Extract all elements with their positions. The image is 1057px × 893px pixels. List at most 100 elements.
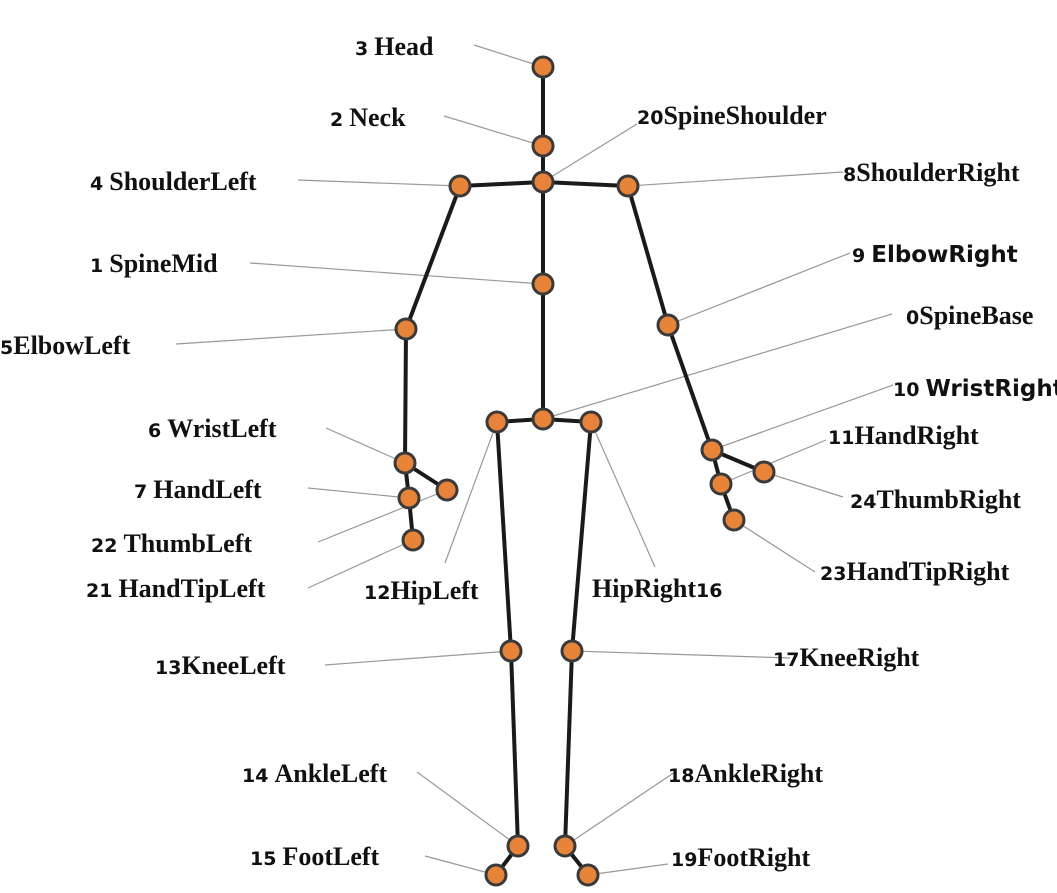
label-kneeleft: 13KneeLeft [155, 651, 286, 680]
label-name: HandTipLeft [118, 574, 265, 603]
label-name: KneeRight [799, 643, 919, 672]
bone-20-4 [458, 180, 545, 188]
joint-9 [656, 313, 680, 337]
joint-14 [506, 834, 530, 858]
label-number: 17 [773, 649, 799, 671]
label-number: 11 [828, 427, 854, 449]
bone-5-6 [403, 327, 408, 465]
joint-19 [576, 863, 600, 887]
label-name: ThumbRight [876, 485, 1021, 514]
label-number: 12 [364, 582, 390, 604]
label-handright: 11HandRight [828, 421, 979, 450]
leader-line-7 [307, 487, 410, 499]
label-name: Head [374, 32, 434, 61]
label-number: 5 [0, 337, 13, 359]
leader-line-8 [627, 171, 844, 187]
label-name: FootRight [697, 843, 810, 872]
leader-line-4 [297, 179, 461, 187]
leader-line-22 [317, 489, 448, 543]
label-hipright: HipRight16 [592, 574, 722, 603]
leader-line-23 [733, 519, 816, 573]
label-number: 18 [668, 765, 694, 787]
bone-13-14 [509, 649, 520, 848]
label-name: ElbowRight [871, 242, 1018, 268]
label-number: 16 [696, 580, 722, 602]
label-handleft: 7 HandLeft [134, 475, 262, 504]
label-spinebase: 0SpineBase [906, 301, 1033, 330]
joint-10 [700, 438, 724, 462]
label-name: ThumbLeft [123, 529, 252, 558]
label-number: 20 [637, 107, 663, 129]
leader-line-11 [720, 439, 827, 485]
label-number: 0 [906, 307, 919, 329]
label-kneeright: 17KneeRight [773, 643, 920, 672]
label-name: HipRight [592, 574, 696, 603]
leader-line-3 [473, 44, 544, 68]
label-number: 4 [90, 173, 103, 195]
leader-line-2 [443, 115, 544, 147]
label-hipleft: 12HipLeft [364, 576, 479, 605]
label-number: 6 [148, 420, 161, 442]
label-name: FootLeft [282, 842, 379, 871]
label-thumbright: 24ThumbRight [850, 485, 1021, 514]
leader-line-20 [542, 123, 638, 183]
leader-line-19 [587, 863, 669, 876]
bone-12-13 [495, 420, 513, 653]
label-name: KneeLeft [181, 651, 285, 680]
label-shoulderright: 8ShoulderRight [843, 158, 1020, 187]
joint-6 [393, 451, 417, 475]
label-name: HandLeft [153, 475, 262, 504]
joint-0 [531, 407, 555, 431]
leader-line-14 [416, 771, 519, 847]
leader-line-17 [571, 650, 791, 659]
label-name: SpineMid [109, 249, 218, 278]
leader-line-1 [249, 262, 544, 285]
bone-17-18 [563, 649, 574, 848]
label-elbowleft: 5ElbowLeft [0, 331, 131, 360]
joint-11 [709, 472, 733, 496]
label-name: WristRight [925, 376, 1057, 402]
label-number: 19 [671, 849, 697, 871]
label-spinemid: 1 SpineMid [90, 249, 218, 278]
label-number: 9 [852, 245, 865, 267]
label-number: 24 [850, 491, 876, 513]
watermark: 知乎 @武军 [862, 832, 1011, 865]
label-footleft: 15 FootLeft [250, 842, 380, 871]
joint-23 [722, 508, 746, 532]
label-name: ShoulderLeft [109, 167, 257, 196]
leader-line-6 [325, 427, 406, 464]
label-number: 13 [155, 657, 181, 679]
leader-line-13 [324, 650, 512, 666]
leader-lines [175, 44, 894, 876]
label-number: 15 [250, 848, 276, 870]
joint-12 [485, 410, 509, 434]
joint-15 [484, 863, 508, 887]
label-number: 23 [820, 563, 846, 585]
joint-24 [752, 460, 776, 484]
label-number: 22 [91, 535, 117, 557]
label-name: HipLeft [390, 576, 478, 605]
joint-7 [397, 486, 421, 510]
joint-21 [401, 528, 425, 552]
joint-5 [394, 317, 418, 341]
bone-9-10 [666, 323, 714, 452]
label-number: 7 [134, 481, 147, 503]
label-number: 1 [90, 255, 103, 277]
leader-line-9 [667, 252, 851, 326]
label-handtipright: 23HandTipRight [820, 557, 1010, 586]
joint-16 [579, 410, 603, 434]
label-name: ElbowLeft [13, 331, 130, 360]
leader-line-18 [564, 771, 676, 847]
joint-1 [531, 272, 555, 296]
label-number: 14 [242, 765, 268, 787]
joint-17 [560, 639, 584, 663]
label-number: 8 [843, 164, 856, 186]
leader-line-12 [444, 421, 498, 564]
label-name: HandTipRight [846, 557, 1009, 586]
leader-line-10 [711, 384, 894, 451]
